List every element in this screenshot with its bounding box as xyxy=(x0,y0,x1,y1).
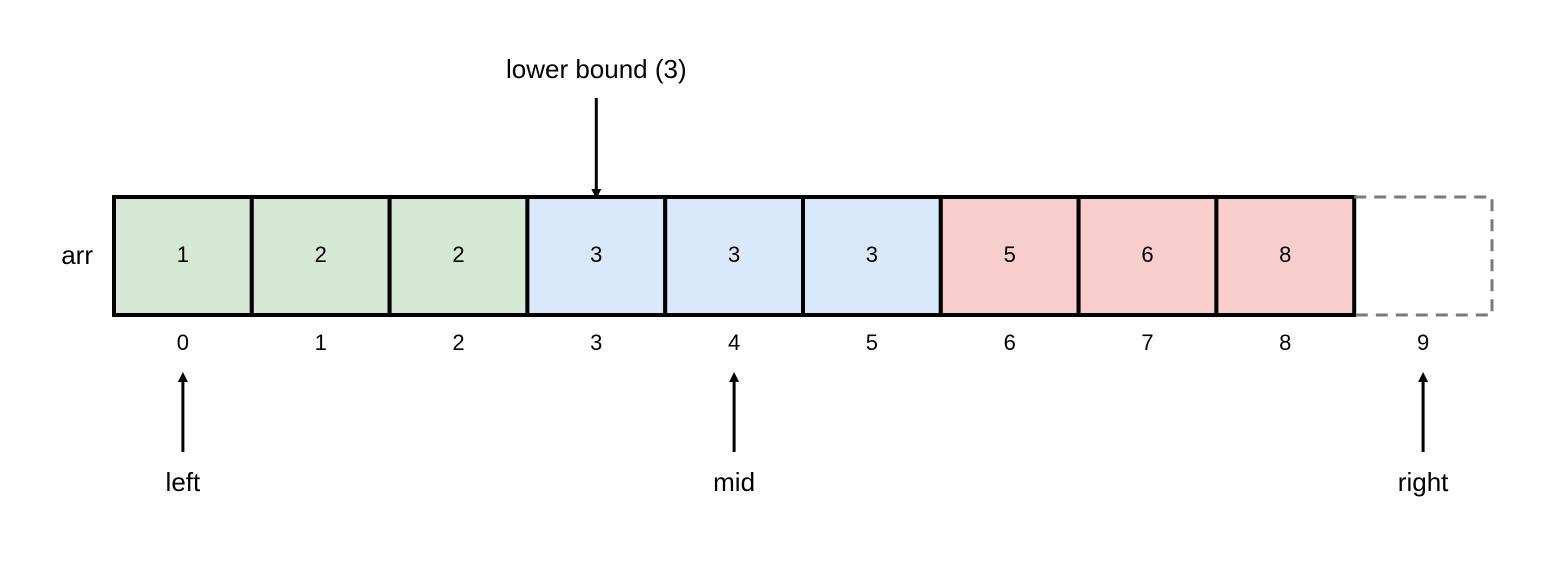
array-cell: 3 xyxy=(801,195,943,317)
array-cell: 5 xyxy=(938,195,1081,317)
array-index-label: 6 xyxy=(1004,330,1016,355)
pointer-label: mid xyxy=(713,467,755,497)
array-name-label: arr xyxy=(61,240,93,270)
array-cell-value: 3 xyxy=(728,242,740,267)
array-cell: 3 xyxy=(525,195,668,317)
array-cell-box xyxy=(938,195,1081,317)
array-cell-box xyxy=(801,195,943,317)
array-index-label: 4 xyxy=(728,330,740,355)
lower-bound-label: lower bound (3) xyxy=(506,54,687,84)
array-cell-value: 5 xyxy=(1004,242,1016,267)
lower-bound-pointer: lower bound (3) xyxy=(506,54,687,199)
array-cell-value: 2 xyxy=(315,242,327,267)
array-cell: 8 xyxy=(1214,195,1357,317)
array-cell-box xyxy=(387,195,530,317)
array-index-label: 0 xyxy=(177,330,189,355)
pointer-left: left xyxy=(166,372,201,497)
array-cell: 2 xyxy=(387,195,530,317)
pointer-mid: mid xyxy=(713,372,755,497)
sentinel-index-label: 9 xyxy=(1417,330,1429,355)
array-indices: 0 1 2 3 4 5 6 7 8 9 xyxy=(177,330,1429,355)
array-cell: 6 xyxy=(1076,195,1219,317)
sentinel-cell-box xyxy=(1354,195,1494,317)
array-cell-box xyxy=(249,195,392,317)
array-index-label: 5 xyxy=(866,330,878,355)
array-index-label: 2 xyxy=(452,330,464,355)
array-cells: 1 2 2 3 3 3 5 6 8 xyxy=(112,195,1494,317)
array-cell-value: 8 xyxy=(1279,242,1291,267)
array-cell-value: 6 xyxy=(1141,242,1153,267)
array-cell-box xyxy=(1214,195,1357,317)
bottom-pointers: left mid right xyxy=(166,372,1449,497)
array-cell: 3 xyxy=(663,195,806,317)
pointer-right: right xyxy=(1398,372,1449,497)
array-index-label: 7 xyxy=(1141,330,1153,355)
array-index-label: 8 xyxy=(1279,330,1291,355)
array-cell-value: 3 xyxy=(590,242,602,267)
array-cell: 1 xyxy=(112,195,254,317)
pointer-label: right xyxy=(1398,467,1449,497)
array-index-label: 3 xyxy=(590,330,602,355)
array-cell-box xyxy=(1076,195,1219,317)
array-cell: 2 xyxy=(249,195,392,317)
array-cell-value: 2 xyxy=(452,242,464,267)
array-cell-value: 3 xyxy=(866,242,878,267)
array-cell-box xyxy=(663,195,806,317)
array-cell-box xyxy=(112,195,254,317)
pointer-label: left xyxy=(166,467,201,497)
array-cell-value: 1 xyxy=(177,242,189,267)
array-index-label: 1 xyxy=(315,330,327,355)
